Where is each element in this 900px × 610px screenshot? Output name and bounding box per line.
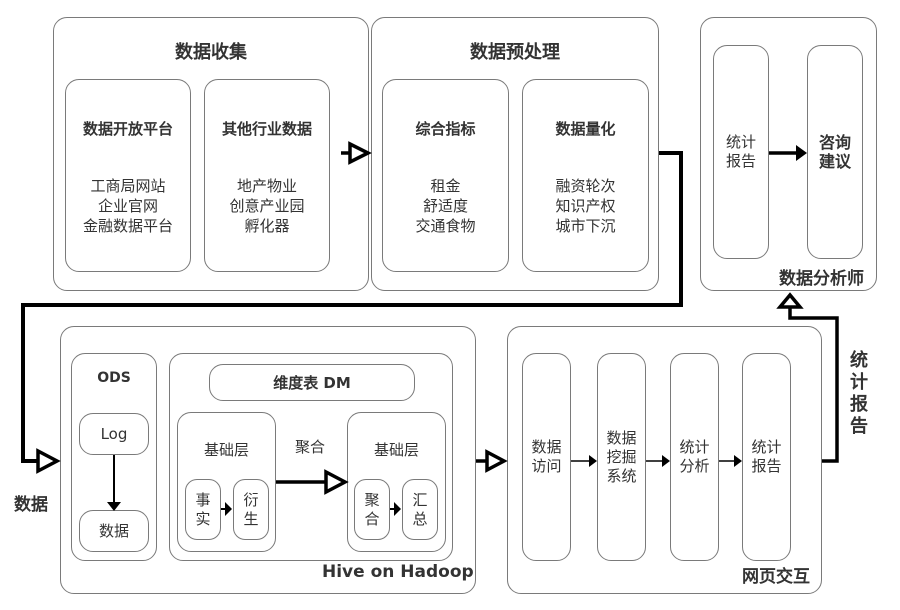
analyst-title: 数据分析师 — [779, 269, 864, 289]
composite-index-box: 综合指标 租金 舒适度 交通食物 — [382, 79, 509, 272]
web-step-3-label: 统计 分析 — [679, 438, 710, 475]
web-step-3: 统计 分析 — [670, 353, 719, 561]
analyst-report-box: 统计 报告 — [713, 45, 769, 259]
ods-title: ODS — [97, 370, 131, 386]
industry-data-items: 地产物业 创意产业园 孵化器 — [229, 177, 305, 235]
analyst-report-label: 统计 报告 — [725, 133, 756, 170]
quantification-box: 数据量化 融资轮次 知识产权 城市下沉 — [522, 79, 649, 272]
ods-data-label: 数据 — [98, 522, 129, 540]
composite-index-items: 租金 舒适度 交通食物 — [415, 177, 476, 235]
derived-box: 衍 生 — [233, 479, 269, 540]
industry-data-title: 其他行业数据 — [221, 120, 312, 138]
advice-box: 咨询 建议 — [807, 45, 863, 259]
aggregate-arrow-label: 聚合 — [295, 438, 326, 456]
summary-label: 汇 总 — [412, 490, 428, 528]
arrow-hive-to-web — [476, 449, 508, 473]
summary-box: 汇 总 — [402, 479, 438, 540]
composite-index-title: 综合指标 — [415, 120, 476, 138]
data-label: 数据 — [14, 495, 48, 515]
dm-title: 维度表 DM — [273, 374, 351, 392]
web-step-1-label: 数据 访问 — [531, 438, 562, 475]
derived-label: 衍 生 — [243, 490, 259, 528]
log-box: Log — [79, 413, 149, 455]
fact-label: 事 实 — [195, 490, 211, 528]
base-layer-right-title: 基础层 — [373, 441, 419, 459]
dm-title-box: 维度表 DM — [209, 364, 415, 401]
web-step-1: 数据 访问 — [522, 353, 571, 561]
aggregate-label: 聚 合 — [364, 490, 380, 528]
open-data-platform-items: 工商局网站 企业官网 金融数据平台 — [82, 177, 173, 235]
fact-box: 事 实 — [185, 479, 221, 540]
hive-title: Hive on Hadoop — [322, 562, 474, 582]
quantification-title: 数据量化 — [555, 120, 616, 138]
data-collection-title: 数据收集 — [175, 42, 247, 63]
industry-data-box: 其他行业数据 地产物业 创意产业园 孵化器 — [204, 79, 330, 272]
web-step-4-label: 统计 报告 — [751, 438, 782, 475]
report-label: 统 计 报 告 — [850, 350, 868, 437]
ods-data-box: 数据 — [79, 510, 149, 552]
log-label: Log — [100, 425, 128, 443]
preprocessing-title: 数据预处理 — [470, 42, 560, 63]
advice-label: 咨询 建议 — [818, 133, 851, 171]
web-step-2-label: 数据 挖掘 系统 — [606, 428, 637, 485]
base-layer-left-title: 基础层 — [203, 441, 249, 459]
open-data-platform-title: 数据开放平台 — [82, 120, 173, 138]
web-step-4: 统计 报告 — [742, 353, 791, 561]
quantification-items: 融资轮次 知识产权 城市下沉 — [555, 177, 616, 235]
aggregate-box: 聚 合 — [354, 479, 390, 540]
web-step-2: 数据 挖掘 系统 — [597, 353, 646, 561]
open-data-platform-box: 数据开放平台 工商局网站 企业官网 金融数据平台 — [65, 79, 191, 272]
web-interaction-title: 网页交互 — [742, 567, 810, 587]
